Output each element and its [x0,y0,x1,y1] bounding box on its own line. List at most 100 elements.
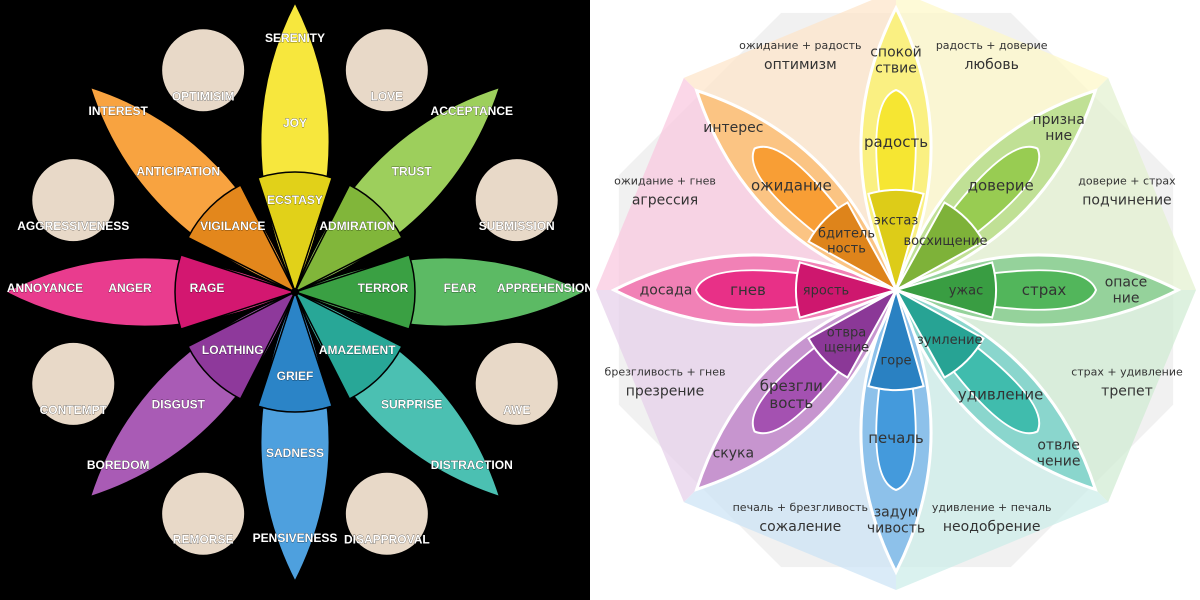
label-anger: гнев [730,281,766,299]
petal-inner-fear [292,253,416,331]
dyad-formula: ожидание + радость [739,39,861,52]
dyad-name: трепет [1101,384,1153,400]
dyad-name: оптимизм [764,57,837,73]
label-disgust: отвра [827,325,866,340]
petal-inner-sadness [867,286,925,391]
dyad-circle-contempt [30,340,117,427]
petal-inner-sadness [256,289,334,413]
petal-inner-trust [893,201,985,293]
label-joy: радость [864,133,928,151]
dyad-circle-optimisim [160,27,247,114]
dyad-circle-awe [473,340,560,427]
label-sadness: чивость [867,521,925,537]
label-serenity: SERENITY [265,31,325,45]
dyad-formula: брезгливость + гнев [605,366,726,379]
label-trust: призна [1032,112,1084,128]
wheel-center [291,288,299,296]
label-acceptance: ACCEPTANCE [431,104,513,118]
label-surprise: SURPRISE [381,398,442,412]
label-sadness: печаль [868,429,924,447]
dyad-circle-love [343,27,430,114]
dyad-label-contempt: CONTEMPT [40,403,108,417]
english-wheel-panel: ECSTASY JOY SERENITY ADMIRATION TRUST ACCEPTA… [0,0,590,600]
label-surprise: удивление [958,386,1043,404]
dyad-label-optimisim: OPTIMISIM [172,89,235,103]
label-vigilance: VIGILANCE [200,219,265,233]
label-anger: досада [640,283,693,299]
label-joy: JOY [283,116,307,130]
label-anticipation: ность [827,241,866,256]
dyad-name: любовь [964,57,1018,73]
label-terror: TERROR [358,281,409,295]
label-surprise: чение [1037,453,1081,469]
label-disgust: брезгли [760,377,823,395]
petal-inner-anger [795,261,900,319]
dyad-circle-remorse [160,470,247,557]
dyad-formula: печаль + брезгливость [733,501,868,514]
label-fear: ние [1113,291,1140,307]
dyad-label-awe: AWE [503,403,530,417]
label-joy: спокой [870,45,922,61]
label-loathing: LOATHING [202,343,264,357]
label-anticipation: ожидание [751,176,832,194]
label-surprise: изумление [908,333,982,348]
petal-inner-surprise [893,287,985,379]
dyad-formula: радость + доверие [936,39,1048,52]
label-disgust: щение [824,340,869,355]
label-fear: опасе [1105,275,1148,291]
dyad-label-remorse: REMORSE [173,533,234,547]
label-anticipation: ANTICIPATION [137,164,221,178]
petal-inner-disgust [807,287,899,379]
dyad-formula: удивление + печаль [932,501,1052,514]
label-fear: страх [1022,281,1067,299]
label-fear: FEAR [444,281,477,295]
dyad-name: сожаление [759,519,841,535]
english-emotion-wheel: ECSTASY JOY SERENITY ADMIRATION TRUST ACCEPTA… [2,0,590,585]
label-anger: ярость [803,283,849,298]
label-anticipation: интерес [703,120,763,136]
label-ecstasy: ECSTASY [267,193,323,207]
petal-inner-anger [174,253,298,331]
dyad-label-love: LOVE [371,89,404,103]
dyad-label-aggressiveness: AGGRESSIVENESS [17,219,129,233]
label-apprehension: APPREHENSION [497,281,590,295]
label-interest: INTEREST [89,104,149,118]
dyad-label-submission: SUBMISSION [479,219,555,233]
dyad-name: неодобрение [943,519,1041,535]
label-admiration: ADMIRATION [319,219,395,233]
label-trust: TRUST [392,164,433,178]
label-annoyance: ANNOYANCE [7,281,83,295]
label-rage: RAGE [190,281,225,295]
label-sadness: SADNESS [266,446,324,460]
label-boredom: BOREDOM [87,458,150,472]
label-amazement: AMAZEMENT [319,343,396,357]
label-anticipation: бдитель [818,226,875,241]
petal-inner-surprise [293,290,403,400]
label-joy: экстаз [874,213,919,228]
dyad-name: агрессия [632,192,698,208]
label-disgust: вость [769,394,813,412]
label-anger: ANGER [108,281,152,295]
label-surprise: отвле [1037,437,1080,453]
petal-inner-anticipation [187,184,297,294]
dyad-formula: ожидание + гнев [614,174,716,187]
dyad-formula: страх + удивление [1071,366,1183,379]
dyad-circle-submission [473,157,560,244]
label-joy: ствие [875,61,917,77]
label-trust: доверие [968,176,1034,194]
dyad-name: подчинение [1082,192,1171,208]
label-fear: ужас [949,283,984,298]
petal-inner-disgust [187,290,297,400]
petal-inner-fear [892,261,997,319]
label-grief: GRIEF [277,369,314,383]
dyad-name: презрение [626,384,704,400]
petal-inner-anticipation [807,201,899,293]
label-trust: восхищение [903,234,987,249]
dyad-circle-disapproval [343,470,430,557]
label-sadness: задум [874,505,919,521]
label-sadness: горе [880,353,911,368]
petal-inner-joy [867,189,925,294]
